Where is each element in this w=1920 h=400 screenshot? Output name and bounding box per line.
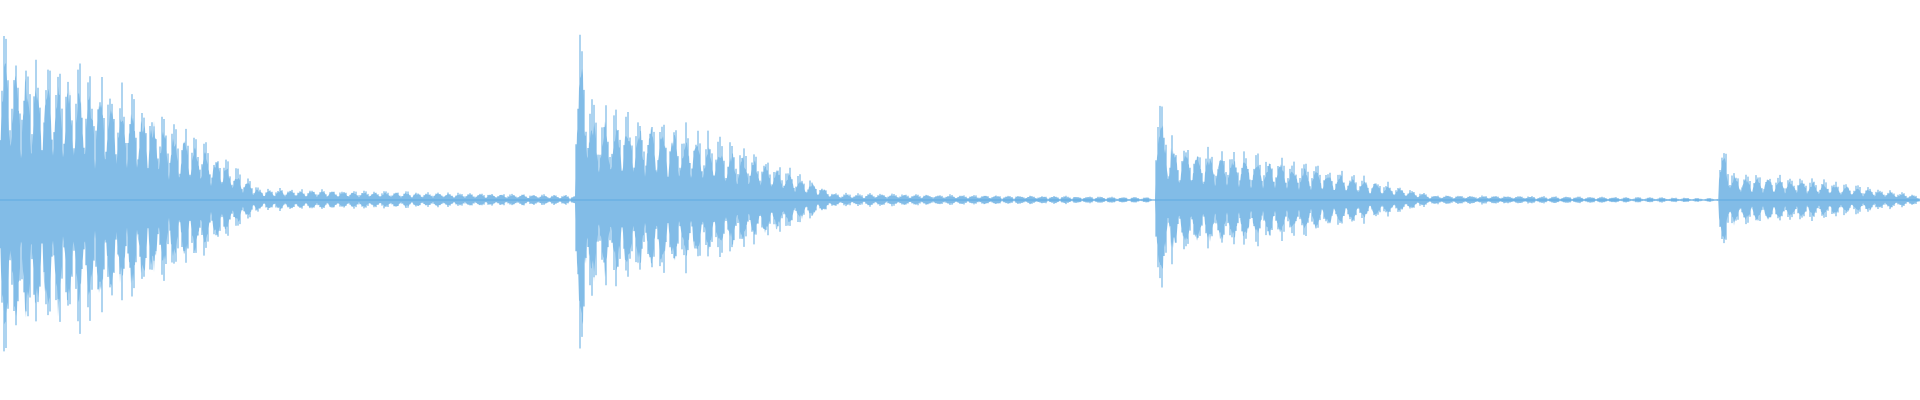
waveform-trace: [0, 34, 1920, 352]
